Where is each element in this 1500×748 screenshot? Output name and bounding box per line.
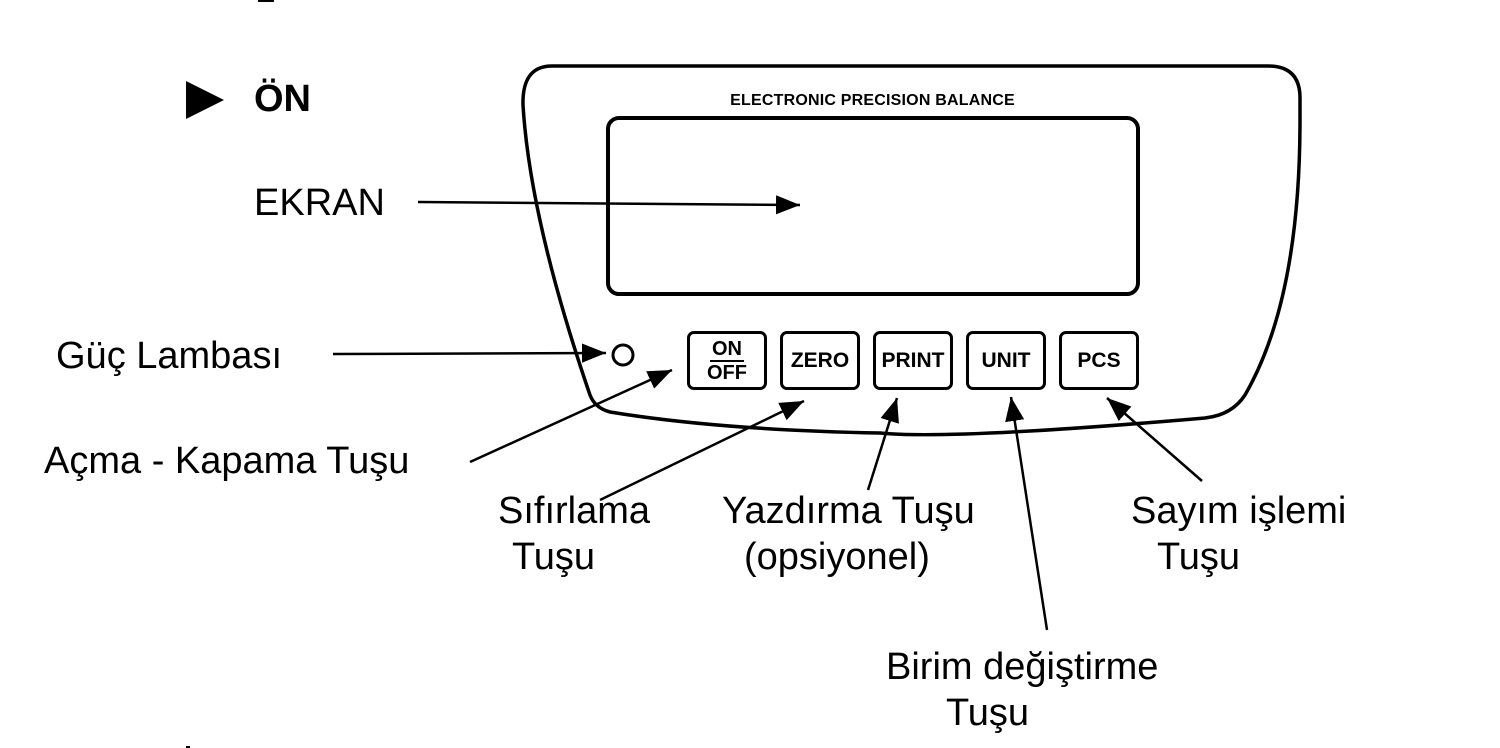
pcs-key[interactable]: PCS [1059,331,1139,390]
print-key[interactable]: PRINT [873,331,953,390]
callout-yazdirma: Yazdırma Tuşu (opsiyonel) [722,488,975,580]
unit-key-label: UNIT [981,348,1031,372]
callout-yazdirma-line2: (opsiyonel) [744,536,930,578]
arrow-birim [1005,396,1049,631]
arrow-sifirlama [599,399,805,502]
unit-key[interactable]: UNIT [966,331,1046,390]
right-triangle-bullet-icon [186,80,224,119]
pcs-key-label: PCS [1077,348,1121,372]
callout-sifirlama-line2: Tuşu [512,536,596,578]
arrow-guc-lambasi [332,343,607,363]
page-top-mark [258,0,274,2]
brand-label: ELECTRONIC PRECISION BALANCE [730,92,1015,109]
callout-sifirlama-line1: Sıfırlama [498,490,651,532]
balance-body-outline [521,64,1302,437]
arrow-acma-kapama [469,368,673,464]
arrow-ekran [417,195,801,215]
callout-yazdirma-line1: Yazdırma Tuşu [722,490,975,532]
zero-key[interactable]: ZERO [780,331,860,390]
display-screen [606,116,1140,296]
arrow-yazdirma [866,397,899,491]
zero-key-label: ZERO [790,348,850,372]
callout-birim-line1: Birim değiştirme [886,646,1159,688]
arrow-sayim [1106,397,1203,482]
callout-acma-kapama: Açma - Kapama Tuşu [44,440,410,482]
print-key-label: PRINT [881,348,945,372]
on-off-key[interactable]: ON OFF [687,331,767,390]
section-title: ÖN [254,78,311,120]
power-lamp [611,343,635,367]
callout-guc-lambasi: Güç Lambası [56,335,282,377]
callout-sayim: Sayım işlemi Tuşu [1131,488,1346,580]
callout-sifirlama: Sıfırlama Tuşu [498,488,650,580]
on-off-key-label-bottom: OFF [707,361,747,384]
callout-birim: Birim değiştirme Tuşu [886,644,1158,736]
on-off-key-label-top: ON [710,337,744,362]
callout-sayim-line1: Sayım işlemi [1131,490,1347,532]
page-bottom-mark [186,746,190,748]
callout-sayim-line2: Tuşu [1157,536,1241,578]
section-heading: ÖN [186,78,311,121]
callout-birim-line2: Tuşu [946,692,1030,734]
callout-ekran: EKRAN [254,182,385,224]
